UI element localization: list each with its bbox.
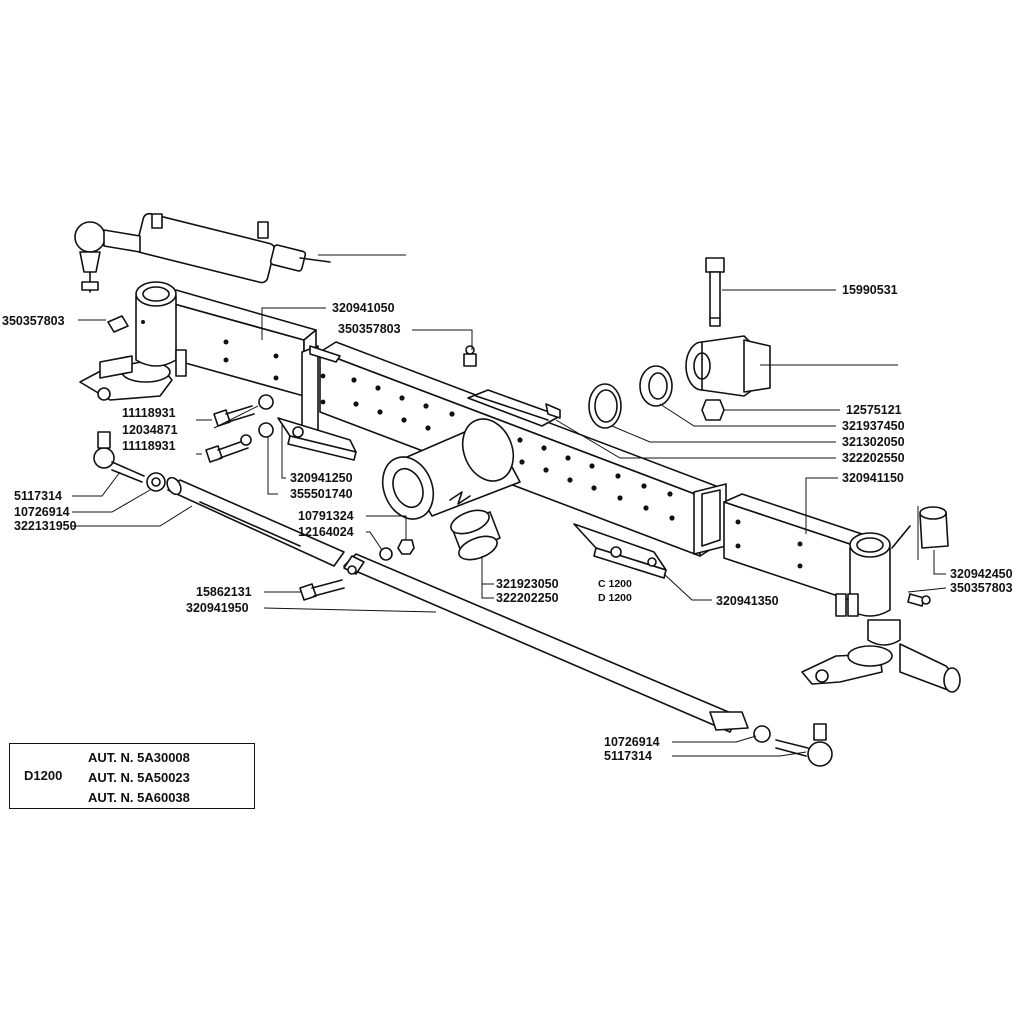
grease-fittings — [463, 345, 931, 607]
label-5117314-right: 5117314 — [604, 749, 652, 763]
steering-cylinder — [74, 212, 406, 293]
label-320941350: 320941350 — [716, 594, 779, 608]
right-bracket-320941350 — [573, 523, 667, 579]
label-320941250: 320941250 — [290, 471, 353, 485]
small-nut-12575121 — [701, 399, 725, 421]
variant-model: D1200 — [24, 768, 63, 783]
right-spindle — [801, 619, 961, 693]
aut-number-2: AUT. N. 5A50023 — [88, 770, 190, 785]
label-10791324: 10791324 — [298, 509, 354, 523]
label-11118931-a: 11118931 — [122, 406, 176, 420]
label-11118931-b: 11118931 — [122, 439, 176, 453]
label-322131950: 322131950 — [14, 519, 77, 533]
label-d-1200: D 1200 — [598, 592, 632, 604]
left-axle-extension — [135, 281, 317, 397]
label-321923050: 321923050 — [496, 577, 559, 591]
aut-number-1: AUT. N. 5A30008 — [88, 750, 190, 765]
label-350357803-right: 350357803 — [950, 581, 1013, 595]
leader-lines — [72, 289, 947, 757]
label-322202550: 322202550 — [842, 451, 905, 465]
label-320942450: 320942450 — [950, 567, 1013, 581]
bushes-c-d — [450, 509, 501, 561]
beam-bolt-holes — [320, 373, 675, 521]
long-tie-rod — [343, 553, 749, 733]
left-fasteners — [205, 394, 274, 463]
label-15862131: 15862131 — [196, 585, 252, 599]
label-321937450: 321937450 — [842, 419, 905, 433]
left-tie-rod-end — [93, 431, 166, 492]
left-tie-rod — [166, 476, 345, 567]
right-axle-extension — [723, 493, 891, 617]
label-320941050: 320941050 — [332, 301, 395, 315]
long-bolt-15990531 — [705, 257, 725, 327]
label-10726914-right: 10726914 — [604, 735, 660, 749]
label-c-1200: C 1200 — [598, 578, 632, 590]
label-322202250: 322202250 — [496, 591, 559, 605]
label-350357803-center: 350357803 — [338, 322, 401, 336]
label-10726914-left: 10726914 — [14, 505, 70, 519]
label-320941150: 320941150 — [842, 471, 904, 485]
seal-ring — [639, 365, 673, 407]
small-nuts — [379, 539, 415, 561]
bush-320942450-shape — [891, 506, 949, 560]
label-12034871: 12034871 — [122, 423, 178, 437]
label-320941950: 320941950 — [186, 601, 249, 615]
label-12164024: 12164024 — [298, 525, 354, 539]
label-355501740: 355501740 — [290, 487, 353, 501]
o-ring — [588, 383, 622, 429]
left-bracket-320941250 — [277, 417, 357, 461]
part-labels: 350357803 320941050 350357803 15990531 1… — [2, 283, 1013, 763]
label-5117314-left: 5117314 — [14, 489, 62, 503]
variant-info-box: D1200 AUT. N. 5A30008 AUT. N. 5A50023 AU… — [9, 743, 255, 809]
bolt-15862131 — [299, 579, 345, 601]
right-tie-rod-end — [753, 723, 833, 767]
pivot-tube — [381, 418, 521, 520]
label-15990531: 15990531 — [842, 283, 898, 297]
label-321302050: 321302050 — [842, 435, 905, 449]
label-350357803-left: 350357803 — [2, 314, 65, 328]
aut-number-3: AUT. N. 5A60038 — [88, 790, 190, 805]
pivot-yoke — [685, 335, 898, 397]
label-12575121: 12575121 — [846, 403, 902, 417]
